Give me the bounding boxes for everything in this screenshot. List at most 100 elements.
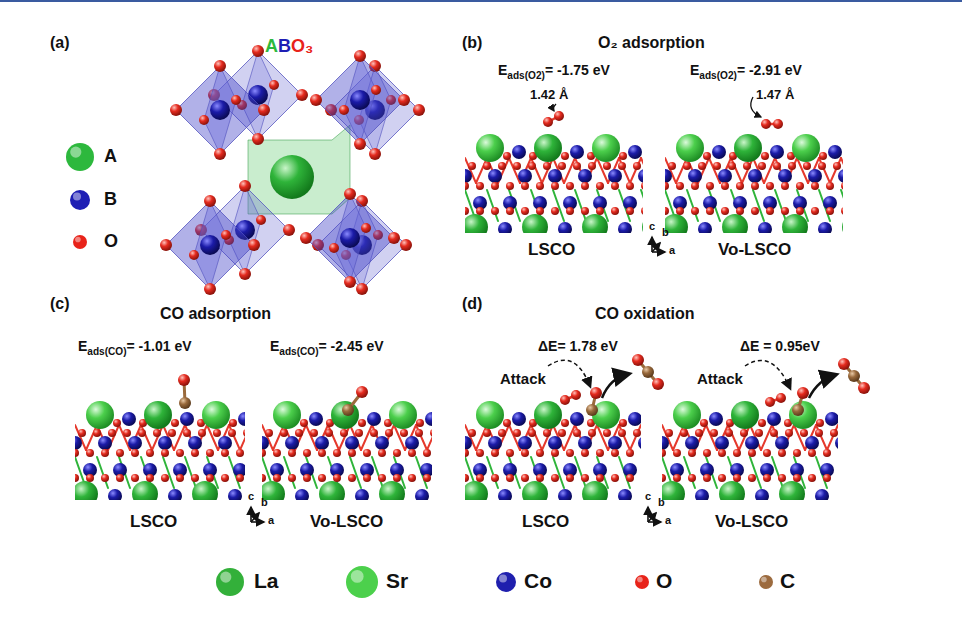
atom-sphere — [128, 436, 142, 450]
legend-text: B — [104, 189, 117, 210]
atom-sphere — [465, 481, 488, 500]
atom-sphere — [554, 111, 564, 121]
atom-sphere — [398, 94, 410, 106]
bond-stick — [575, 190, 586, 221]
atom-sphere — [221, 474, 229, 482]
atom-sphere — [350, 90, 370, 110]
atom-sphere — [358, 419, 366, 427]
atom-sphere — [521, 474, 529, 482]
legend-text: Co — [524, 569, 552, 593]
atom-sphere — [808, 474, 816, 482]
legend-text: C — [780, 569, 795, 593]
bond-stick — [163, 457, 174, 488]
atom-sphere — [273, 474, 281, 482]
atom-sphere — [823, 449, 831, 457]
atom-sphere — [734, 134, 762, 162]
atom-sphere — [465, 182, 469, 190]
atom-sphere — [619, 419, 627, 427]
atom-sphere — [339, 105, 349, 115]
atom-sphere — [551, 207, 559, 215]
oxide-slab — [465, 134, 643, 233]
attack-arrow — [745, 360, 790, 388]
atom-sphere — [828, 145, 842, 159]
atom-sphere — [618, 429, 626, 437]
atom-sphere — [700, 419, 708, 427]
axis-line — [251, 521, 264, 523]
octahedron — [300, 188, 400, 288]
atom-sphere — [818, 162, 826, 170]
atom-sphere — [262, 474, 266, 482]
atom-sphere — [389, 401, 417, 429]
legend-swatch — [68, 188, 92, 212]
bond-stick — [328, 425, 339, 450]
structure-name: LSCO — [522, 512, 569, 532]
octa-face — [166, 201, 254, 289]
atom-sphere — [858, 382, 870, 394]
bond-stick — [564, 425, 575, 450]
atom-sphere — [354, 138, 366, 150]
structure-name: Vo-LSCO — [718, 240, 791, 260]
atom-sphere — [176, 449, 184, 457]
atom-sphere — [296, 89, 308, 101]
atom-sphere — [782, 214, 808, 233]
atom-sphere — [778, 449, 786, 457]
panel-letter: (d) — [462, 295, 482, 313]
bond-stick — [775, 190, 786, 221]
atom-sphere — [521, 182, 529, 190]
atom-sphere — [483, 429, 491, 437]
atom-sphere — [792, 404, 804, 416]
atom-sphere — [231, 95, 241, 105]
atom-sphere — [476, 134, 504, 162]
atom-sphere — [668, 162, 676, 170]
atom-sphere — [325, 429, 333, 437]
atom-sphere — [303, 449, 311, 457]
atom-sphere — [303, 474, 311, 482]
atom-sphere — [770, 145, 784, 159]
atom-sphere — [633, 429, 641, 437]
atom-sphere — [611, 182, 619, 190]
atom-sphere — [792, 134, 820, 162]
atom-sphere — [709, 412, 723, 426]
swatch-sphere — [635, 575, 649, 589]
bond-stick — [476, 158, 487, 183]
bond-stick — [706, 425, 717, 450]
swatch-highlight — [75, 237, 81, 243]
bond-stick — [575, 457, 586, 488]
atom-sphere — [423, 449, 431, 457]
bond-stick — [141, 425, 152, 450]
atom-sphere — [633, 162, 641, 170]
atom-sphere — [116, 449, 124, 457]
atom-sphere — [344, 188, 356, 200]
atom-sphere — [841, 182, 843, 190]
bond-stick — [676, 158, 687, 183]
atom-sphere — [465, 449, 469, 457]
atom-sphere — [86, 474, 94, 482]
atom-sphere — [239, 180, 251, 192]
atom-sphere — [826, 207, 834, 215]
atom-sphere — [183, 429, 191, 437]
atom-sphere — [344, 276, 356, 288]
atom-sphere — [683, 162, 691, 170]
octa-face — [194, 201, 226, 289]
bond-stick — [240, 425, 245, 450]
atom-sphere — [413, 104, 425, 116]
atom-sphere — [596, 207, 604, 215]
atom-sphere — [775, 436, 789, 450]
bond-stick — [750, 457, 761, 488]
atom-sphere — [86, 401, 114, 429]
atom-sphere — [688, 474, 696, 482]
atom-sphere — [560, 395, 570, 405]
atom-sphere — [138, 429, 146, 437]
bond-stick — [476, 425, 487, 450]
atom-sphere — [491, 207, 499, 215]
atom-sphere — [561, 152, 569, 160]
axis-label: a — [268, 514, 274, 527]
axis-line — [648, 521, 661, 523]
atom-sphere — [628, 412, 641, 426]
atom-sphere — [393, 474, 401, 482]
atom-sphere — [680, 429, 688, 437]
atom-sphere — [710, 429, 718, 437]
atom-sphere — [108, 429, 116, 437]
oxide-slab — [262, 401, 432, 500]
bond-stick — [641, 190, 643, 221]
